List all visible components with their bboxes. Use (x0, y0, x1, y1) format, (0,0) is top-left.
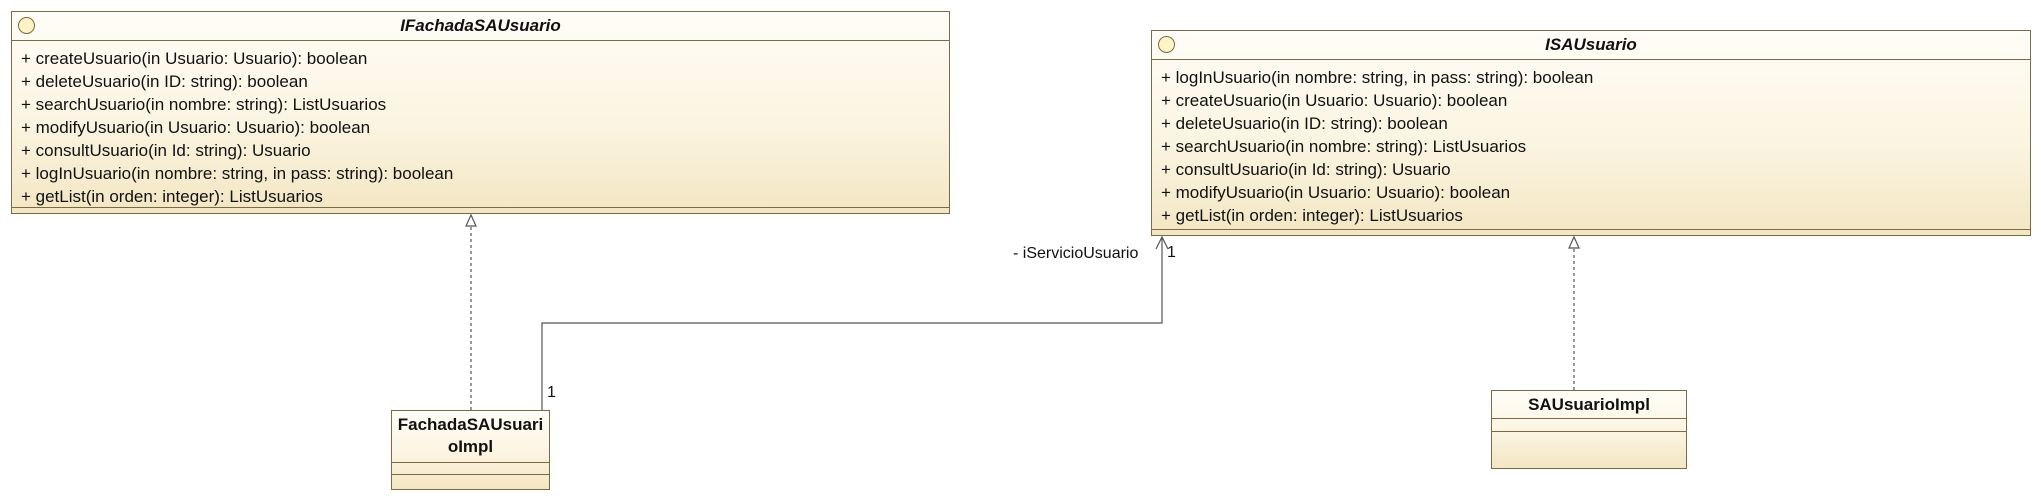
operation: + searchUsuario(in nombre: string): List… (1161, 137, 1527, 156)
class-header: IFachadaSAUsuario (12, 12, 949, 41)
operation: + createUsuario(in Usuario: Usuario): bo… (21, 49, 368, 68)
operation: + getList(in orden: integer): ListUsuari… (1161, 206, 1463, 225)
operation: + consultUsuario(in Id: string): Usuario (1161, 160, 1451, 179)
operation: + consultUsuario(in Id: string): Usuario (21, 141, 311, 160)
compartment-divider (1492, 418, 1686, 419)
target-multiplicity-label: 1 (1167, 244, 1176, 261)
operation: + deleteUsuario(in ID: string): boolean (21, 72, 308, 91)
operations-compartment: + logInUsuario(in nombre: string, in pas… (1152, 60, 2030, 227)
compartment-divider (392, 462, 549, 463)
operations-compartment: + createUsuario(in Usuario: Usuario): bo… (12, 41, 949, 208)
class-header: ISAUsuario (1152, 31, 2030, 60)
compartment-divider (12, 207, 949, 208)
operation: + searchUsuario(in nombre: string): List… (21, 95, 387, 114)
operation: + modifyUsuario(in Usuario: Usuario): bo… (1161, 183, 1511, 202)
class-name: FachadaSAUsuarioImpl (397, 415, 544, 456)
compartment-divider (1492, 431, 1686, 432)
operation: + modifyUsuario(in Usuario: Usuario): bo… (21, 118, 371, 137)
class-ifachadasausuario[interactable]: IFachadaSAUsuario + createUsuario(in Usu… (11, 11, 950, 214)
operation: + logInUsuario(in nombre: string, in pas… (21, 164, 454, 183)
interface-icon (18, 17, 35, 34)
association-role-label: - iServicioUsuario (1013, 245, 1139, 262)
operation: + createUsuario(in Usuario: Usuario): bo… (1161, 91, 1508, 110)
realization-arrowhead-fachada (465, 213, 477, 227)
class-sausuarioimpl[interactable]: SAUsuarioImpl (1491, 390, 1687, 469)
class-name: IFachadaSAUsuario (400, 16, 561, 35)
class-name: ISAUsuario (1545, 35, 1637, 54)
class-name: SAUsuarioImpl (1528, 395, 1650, 414)
compartment-divider (1152, 229, 2030, 230)
source-multiplicity-label: 1 (547, 384, 556, 401)
association-arrowhead (1155, 235, 1169, 250)
compartment-divider (392, 474, 549, 475)
operation: + getList(in orden: integer): ListUsuari… (21, 187, 323, 206)
realization-arrowhead-sa (1568, 235, 1580, 249)
class-fachadasausuarioimpl[interactable]: FachadaSAUsuarioImpl (391, 410, 550, 490)
operation: + deleteUsuario(in ID: string): boolean (1161, 114, 1448, 133)
interface-icon (1158, 36, 1175, 53)
association-line (541, 237, 1163, 410)
operation: + logInUsuario(in nombre: string, in pas… (1161, 68, 1594, 87)
class-isausuario[interactable]: ISAUsuario + logInUsuario(in nombre: str… (1151, 30, 2031, 236)
